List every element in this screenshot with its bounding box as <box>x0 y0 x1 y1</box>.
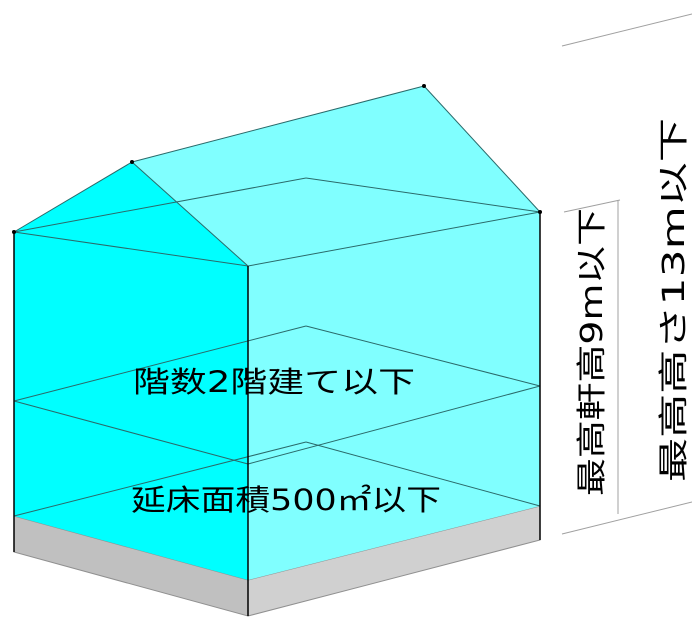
eave-height-dimension <box>563 199 621 514</box>
floor-lines <box>13 177 541 517</box>
max-height-label: 最高高さ13m以下 <box>657 118 692 482</box>
building-body <box>14 86 540 580</box>
floors-label: 階数2階建て以下 <box>133 365 415 399</box>
roof-side <box>132 86 540 266</box>
floor-area-label: 延床面積500㎡以下 <box>131 483 441 517</box>
side-wall <box>248 212 540 580</box>
vertical-edges <box>13 212 541 616</box>
vertex-dots <box>12 84 542 234</box>
eave-height-label: 最高軒高9m以下 <box>575 208 610 496</box>
max-height-dimension <box>561 13 692 535</box>
roof-edges <box>13 85 541 267</box>
